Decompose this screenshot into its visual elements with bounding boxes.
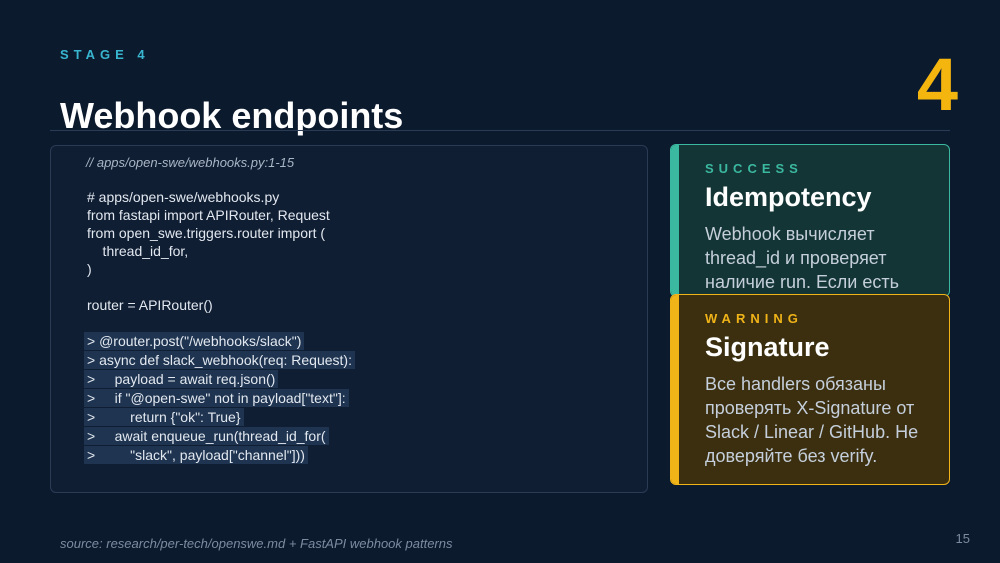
page-title: Webhook endpoints (60, 95, 404, 136)
stage-label: STAGE 4 (60, 47, 150, 62)
code-line: from fastapi import APIRouter, Request (87, 207, 330, 223)
code-line (84, 314, 355, 332)
code-line-highlighted: > async def slack_webhook(req: Request): (84, 351, 355, 369)
code-line-highlighted: > if "@open-swe" not in payload["text"]: (84, 389, 349, 407)
code-line: thread_id_for, (87, 243, 189, 259)
warning-accent-bar (671, 295, 679, 484)
code-line: from open_swe.triggers.router import ( (87, 225, 326, 241)
success-body: Webhook вычисляет thread_id и проверяет … (705, 224, 899, 292)
code-line: router = APIRouter() (87, 297, 213, 313)
title-divider (50, 130, 950, 131)
code-file-comment: // apps/open-swe/webhooks.py:1-15 (86, 155, 295, 170)
code-line-highlighted: > "slack", payload["channel"])) (84, 446, 308, 464)
code-line-highlighted: > @router.post("/webhooks/slack") (84, 332, 305, 350)
warning-title: Signature (705, 332, 830, 362)
code-block: # apps/open-swe/webhooks.py from fastapi … (84, 188, 355, 465)
code-line-highlighted: > await enqueue_run(thread_id_for( (84, 427, 329, 445)
warning-body: Все handlers обязаны проверять X-Signatu… (705, 374, 919, 466)
code-panel: // apps/open-swe/webhooks.py:1-15 # apps… (50, 145, 648, 493)
code-line: ) (87, 261, 92, 277)
success-accent-bar (671, 145, 679, 296)
warning-card: WARNING Signature Все handlers обязаны п… (670, 294, 950, 485)
code-line-highlighted: > return {"ok": True} (84, 408, 244, 426)
page-number: 15 (955, 531, 970, 546)
warning-label: WARNING (705, 311, 803, 326)
stage-number: 4 (916, 43, 958, 126)
code-line (84, 278, 355, 296)
code-line-highlighted: > payload = await req.json() (84, 370, 279, 388)
code-line: # apps/open-swe/webhooks.py (87, 189, 280, 205)
source-caption: source: research/per-tech/openswe.md + F… (60, 536, 453, 551)
success-label: SUCCESS (705, 161, 803, 176)
success-title: Idempotency (705, 182, 872, 212)
success-card: SUCCESS Idempotency Webhook вычисляет th… (670, 144, 950, 297)
